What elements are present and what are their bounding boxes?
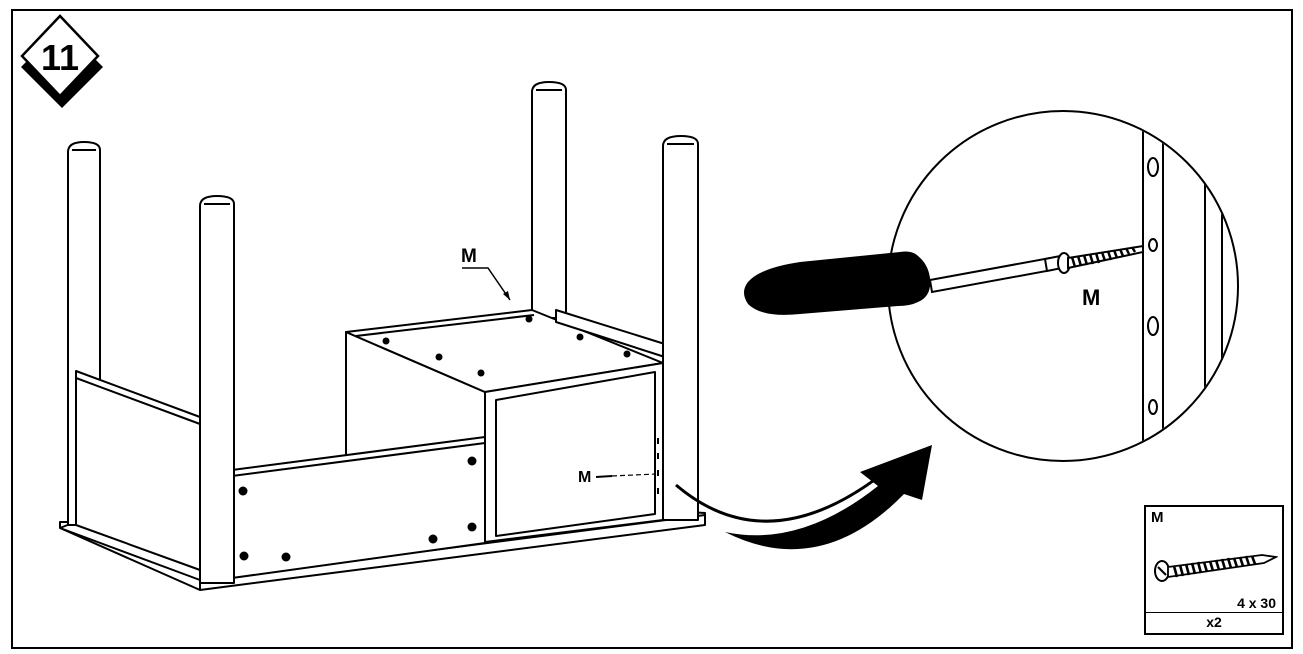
- wood-screw-icon: [1154, 554, 1278, 582]
- leg-front-right: [662, 135, 699, 521]
- screw-label-top: M: [461, 246, 477, 267]
- diagram-border: [11, 9, 1293, 649]
- table-assembly: [59, 81, 706, 591]
- cam-holes: [238, 315, 631, 562]
- screw-callout-side: M: [578, 469, 657, 486]
- screw-callout-top: M: [461, 246, 511, 301]
- part-size: 4 x 30: [1237, 595, 1276, 611]
- detail-magnifier: M: [744, 110, 1239, 462]
- leg-front-left: [199, 195, 235, 584]
- screw-label-detail: M: [1082, 285, 1100, 310]
- screw-label-side: M: [578, 469, 591, 486]
- part-code: M: [1151, 509, 1164, 526]
- screwdriver-handle: [744, 251, 931, 315]
- detail-arrow: [675, 445, 932, 550]
- part-quantity: x2: [1146, 612, 1282, 633]
- step-badge: 11: [20, 14, 103, 108]
- leg-back-right: [531, 81, 567, 319]
- drawer-box-front: [484, 362, 664, 543]
- step-number: 11: [41, 37, 79, 78]
- parts-legend: M 4 x 30 x2: [1144, 505, 1284, 635]
